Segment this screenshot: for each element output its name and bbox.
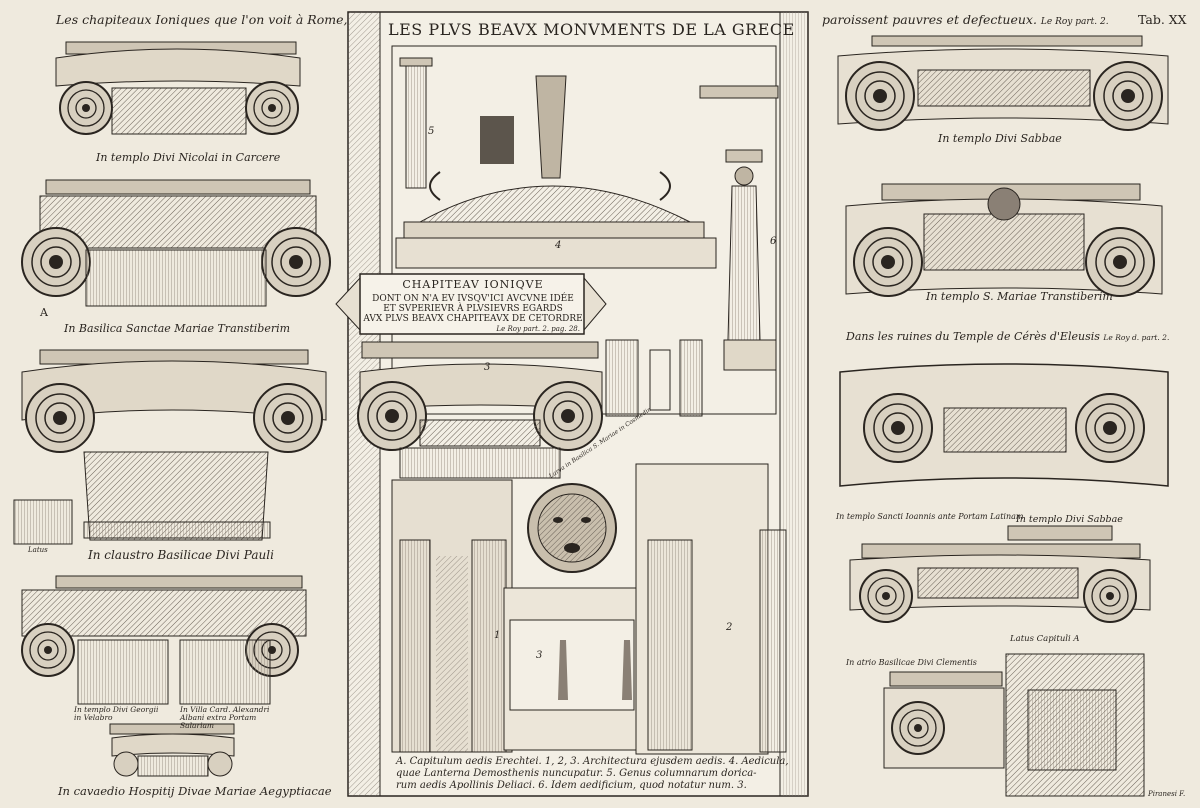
lantern-monument-4 — [395, 75, 717, 269]
right-capital-3 — [839, 363, 1169, 487]
caption-right-3-text: Dans les ruines du Temple de Cérès d'Ele… — [846, 330, 1100, 343]
header-right-caption: paroissent pauvres et defectueux. Le Roy… — [822, 12, 1109, 27]
left-capital-4 — [21, 575, 307, 705]
caption-right-4a: In templo Sancti Ioannis ante Portam Lat… — [836, 512, 1024, 521]
caption-right-5: Latus Capituli A — [1010, 634, 1080, 644]
left-capital-5 — [109, 723, 235, 777]
caption-left-5: In cavaedio Hospitij Divae Mariae Aegypt… — [58, 784, 332, 798]
number-4: 4 — [555, 240, 562, 251]
erechtheion-elevations — [391, 463, 787, 755]
caption-left-2: In Basilica Sanctae Mariae Transtiberim — [64, 322, 291, 335]
left-capital-1 — [55, 41, 301, 135]
banner-line-2: DONT ON N'A EV IVSQV'ICI AVCVNE IDÉE — [372, 294, 574, 304]
right-capital-2 — [845, 183, 1163, 297]
right-capital-1 — [837, 35, 1169, 131]
legend-line-1: A. Capitulum aedis Erechtei. 1, 2, 3. Ar… — [396, 756, 789, 767]
number-2: 2 — [726, 622, 733, 633]
number-6: 6 — [770, 236, 777, 247]
caryatid-6 — [699, 85, 779, 371]
legend-line-3: rum aedis Apollinis Deliaci. 6. Idem aed… — [396, 780, 747, 791]
number-3: 3 — [536, 650, 543, 661]
right-capital-5 — [883, 653, 1145, 797]
center-title: LES PLVS BEAVX MONVMENTS DE LA GRECE — [388, 20, 795, 39]
caption-latus: Latus — [28, 546, 48, 554]
caption-right-2: In templo S. Mariae Transtiberim — [926, 290, 1113, 303]
header-right-text: paroissent pauvres et defectueux. — [822, 12, 1037, 27]
caption-right-4b: In templo Divi Sabbae — [1016, 514, 1123, 525]
caption-right-6: In atrio Basilicae Divi Clementis — [846, 658, 977, 667]
banner-ribbon — [335, 273, 607, 335]
header-left-caption: Les chapiteaux Ioniques que l'on voit à … — [56, 12, 348, 27]
banner-line-1: CHAPITEAV IONIQVE — [402, 278, 544, 291]
signature: Piranesi F. — [1148, 790, 1186, 798]
caption-right-1: In templo Divi Sabbae — [938, 132, 1062, 145]
number-5: 5 — [428, 126, 435, 137]
right-capital-4 — [849, 525, 1151, 623]
banner-ref: Le Roy part. 2. pag. 28. — [496, 325, 580, 333]
number-3-capital: 3 — [484, 362, 491, 373]
caption-left-4b: In Villa Card. Alexandri Albani extra Po… — [180, 705, 270, 730]
caption-right-3: Dans les ruines du Temple de Cérès d'Ele… — [846, 330, 1169, 343]
caption-left-4a: In templo Divi Georgii in Velabro — [74, 705, 159, 722]
legend-line-2: quae Lanterna Demosthenis nuncupatur. 5.… — [396, 768, 757, 779]
ionic-capital-a — [357, 341, 603, 479]
letter-a-left: A — [40, 306, 48, 319]
number-1: 1 — [494, 630, 501, 641]
left-capital-2 — [21, 179, 331, 307]
caption-right-3-ref: Le Roy d. part. 2. — [1103, 333, 1170, 342]
caption-left-3: In claustro Basilicae Divi Pauli — [88, 548, 274, 562]
banner-line-3: ET SVPERIEVR À PLVSIEVRS EGARDS — [383, 304, 563, 314]
stone-mask — [527, 483, 617, 573]
plate-number: Tab. XX — [1138, 12, 1187, 27]
left-capital-3 — [13, 349, 327, 545]
doric-column-5 — [399, 57, 433, 189]
small-columns — [605, 339, 703, 417]
header-right-ref: Le Roy part. 2. — [1040, 17, 1109, 27]
caption-left-1: In templo Divi Nicolai in Carcere — [96, 151, 281, 164]
banner-line-4: AVX PLVS BEAVX CHAPITEAVX DE CETORDRE — [363, 314, 583, 324]
